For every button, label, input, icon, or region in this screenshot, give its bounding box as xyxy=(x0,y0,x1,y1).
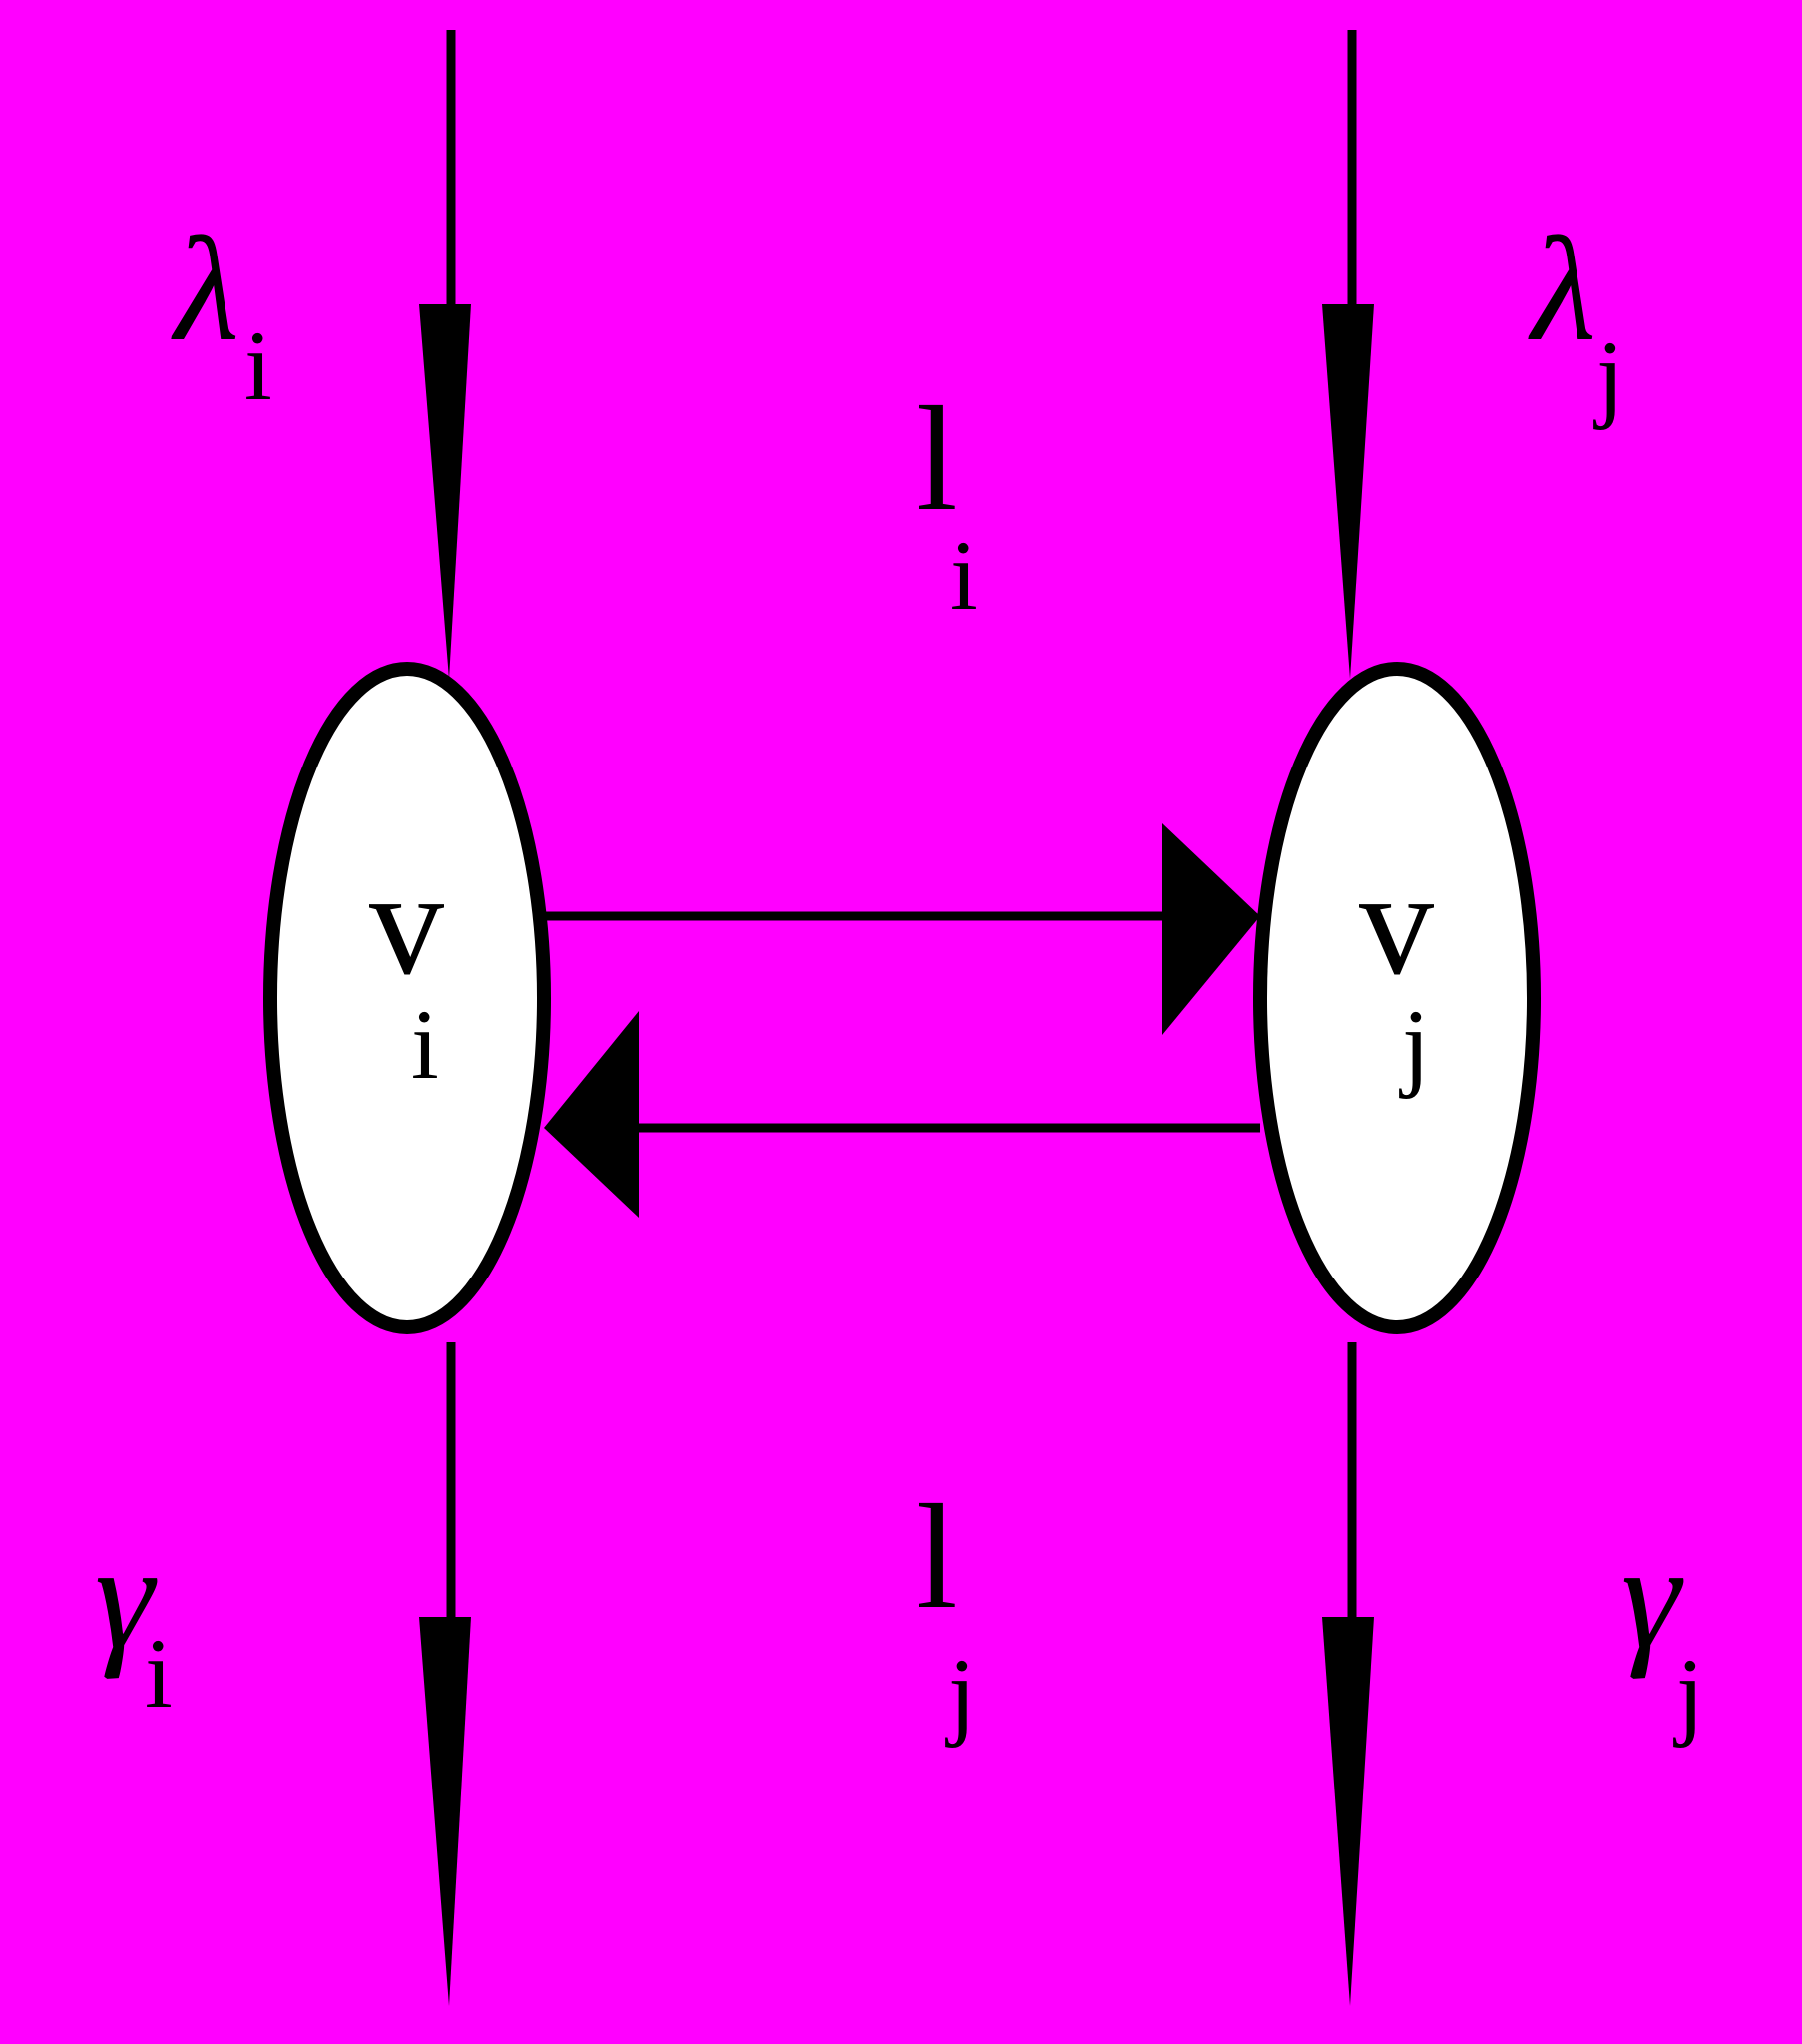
node-i-ellipse xyxy=(263,662,551,1334)
label-l-i: l i xyxy=(916,376,978,631)
arrow-lambda-i xyxy=(419,30,471,679)
arrow-gamma-i xyxy=(419,1342,471,2006)
label-l-j: l j xyxy=(916,1474,976,1749)
lambda-j-subscript: j xyxy=(1593,320,1624,431)
node-i-subscript: i xyxy=(411,989,439,1100)
gamma-i-symbol: γ xyxy=(95,1514,158,1680)
lambda-i-subscript: i xyxy=(244,310,272,421)
lambda-j-symbol: λ xyxy=(1528,207,1596,372)
l-i-subscript: i xyxy=(950,520,978,631)
arrow-lambda-j xyxy=(1322,30,1374,679)
l-j-symbol: l xyxy=(916,1474,958,1640)
node-j-label: v xyxy=(1359,840,1434,1006)
l-j-subscript: j xyxy=(945,1638,976,1749)
gamma-i-subscript: i xyxy=(145,1618,173,1729)
label-lambda-j: λ j xyxy=(1528,207,1624,431)
node-j-ellipse xyxy=(1253,662,1541,1334)
node-i: v i xyxy=(263,662,551,1334)
link-j-to-i xyxy=(544,1011,1260,1218)
label-gamma-j: γ j xyxy=(1621,1514,1704,1749)
l-i-symbol: l xyxy=(916,376,958,542)
link-i-to-j xyxy=(544,823,1260,1035)
gamma-j-subscript: j xyxy=(1673,1638,1704,1749)
label-gamma-i: γ i xyxy=(95,1514,173,1729)
node-i-label: v xyxy=(369,840,444,1006)
node-j: v j xyxy=(1253,662,1541,1334)
gamma-j-symbol: γ xyxy=(1621,1514,1684,1680)
label-lambda-i: λ i xyxy=(171,207,272,421)
node-j-subscript: j xyxy=(1399,989,1430,1100)
arrow-gamma-j xyxy=(1322,1342,1374,2006)
lambda-i-symbol: λ xyxy=(171,207,239,372)
